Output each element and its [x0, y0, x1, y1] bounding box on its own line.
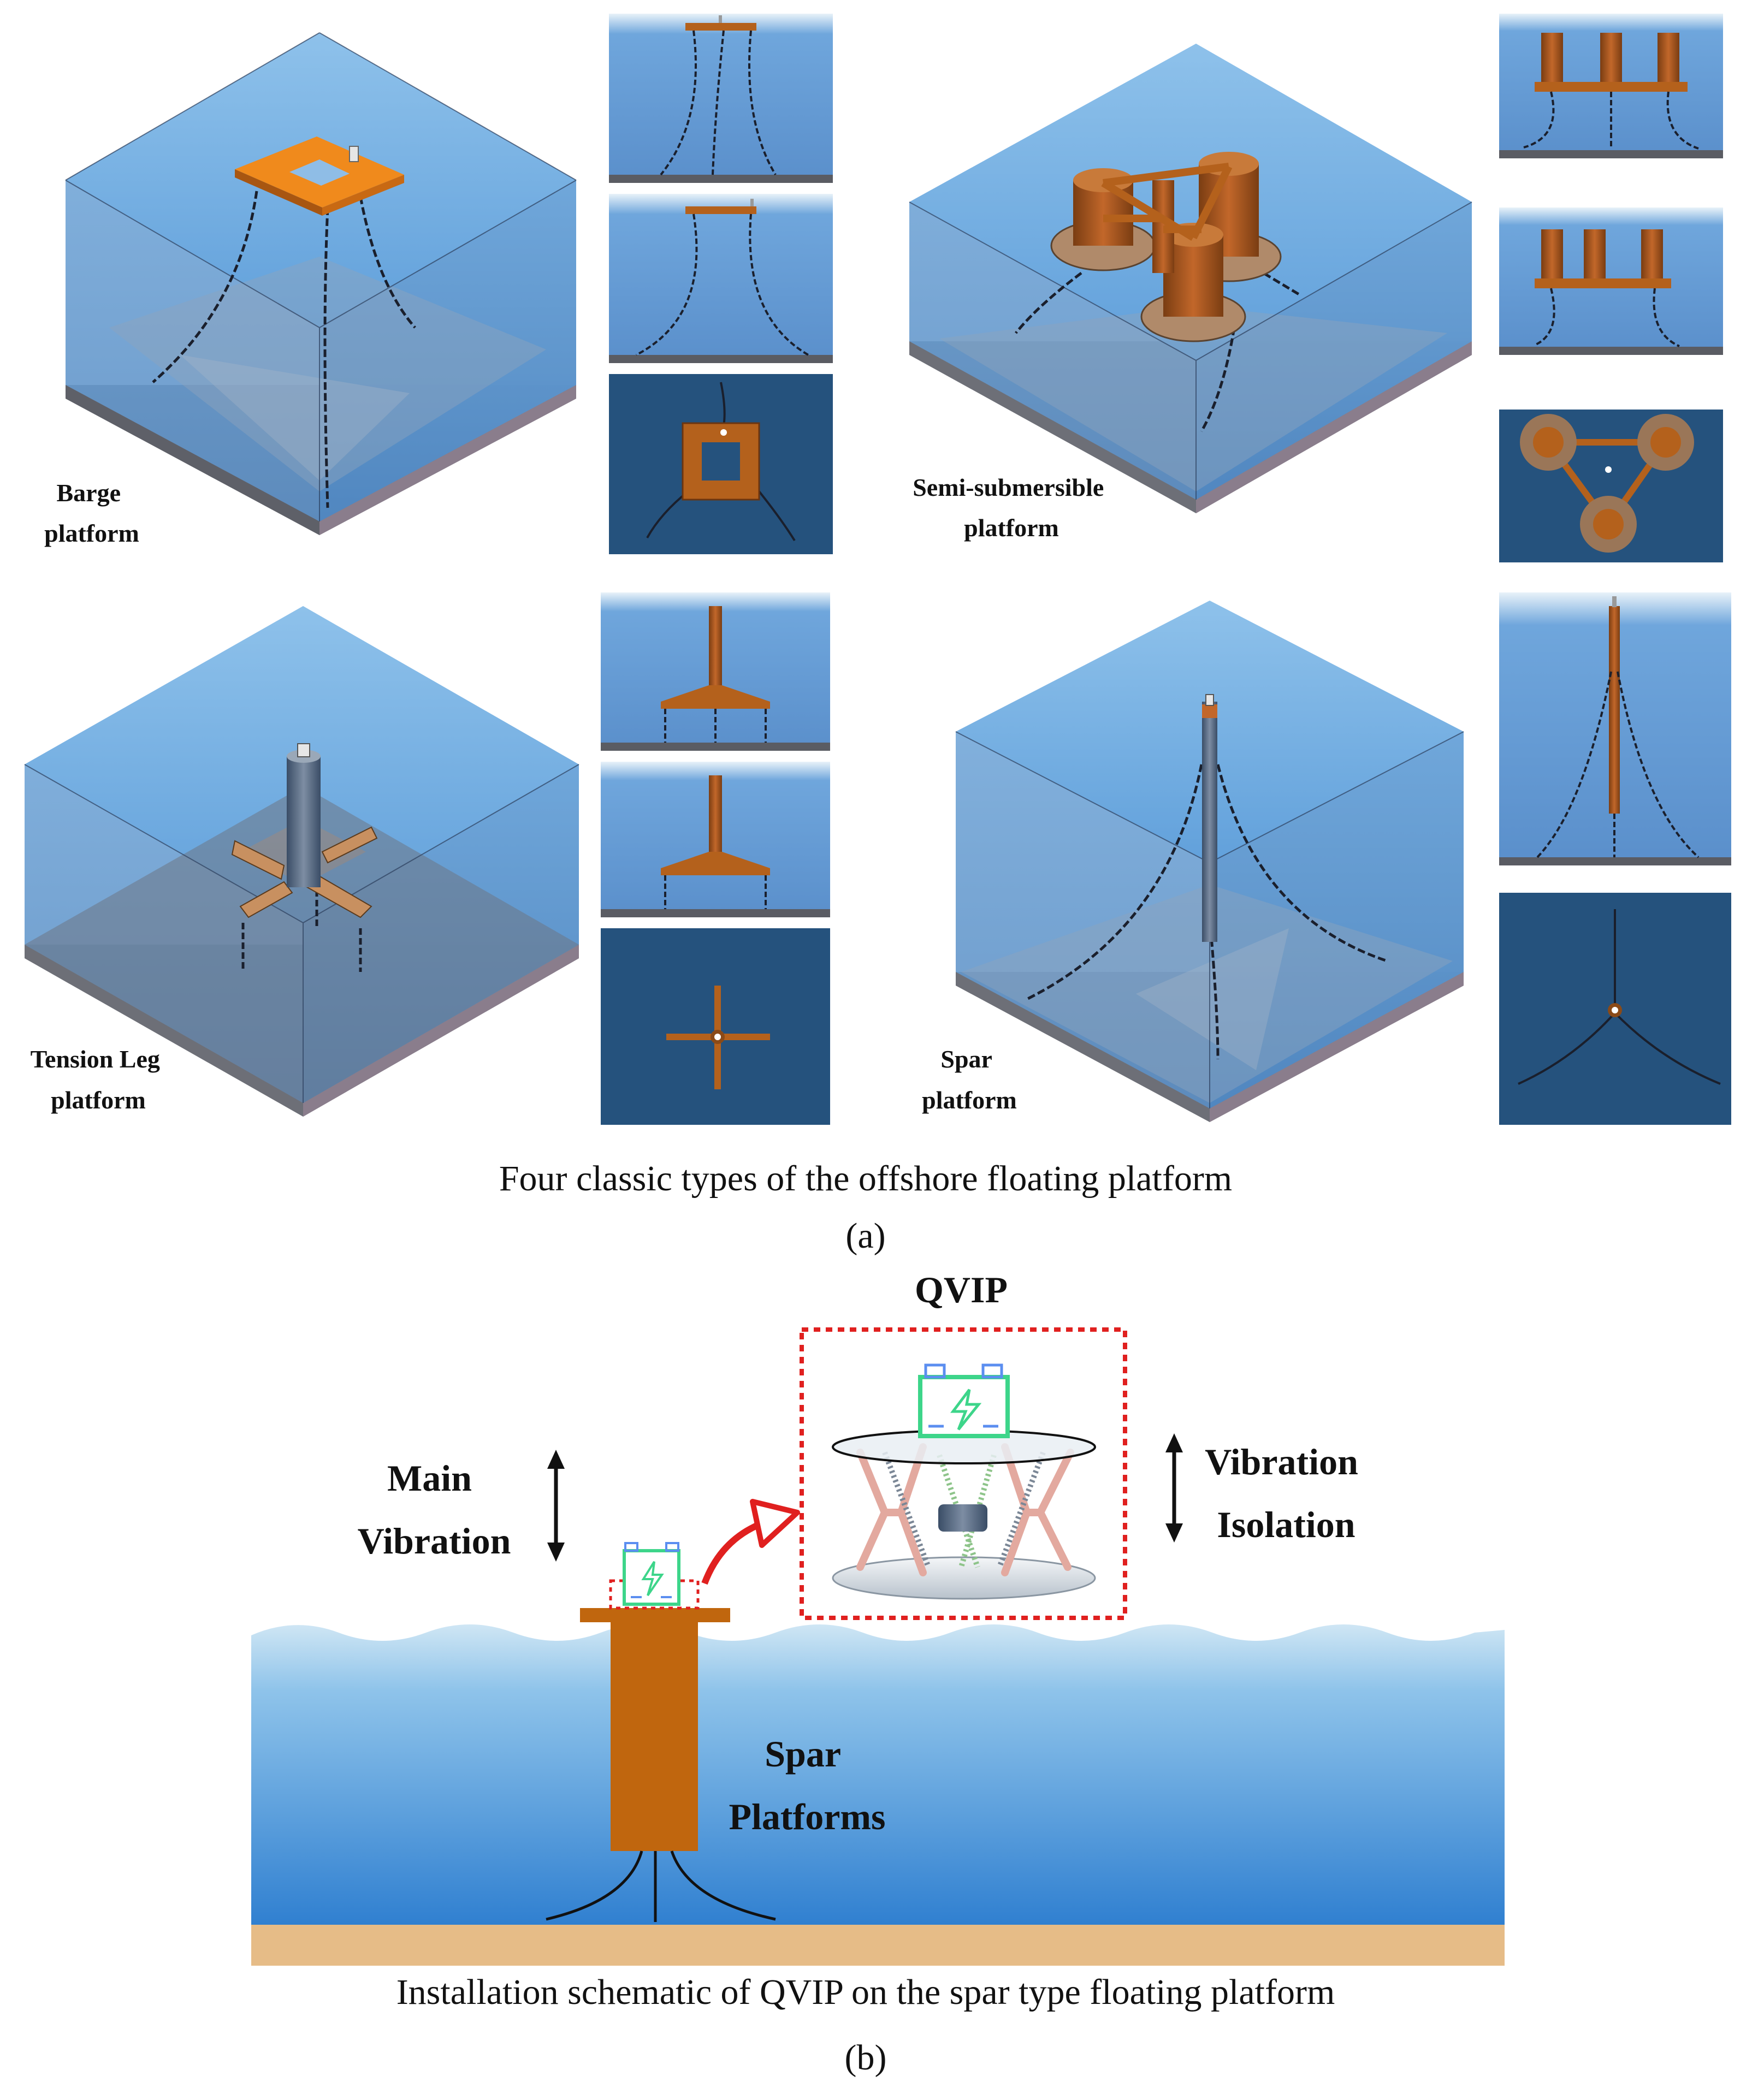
spar-side-view — [1499, 592, 1731, 865]
semi-submersible-side-view-1 — [1499, 14, 1723, 158]
barge-side-view-1 — [609, 14, 833, 183]
tension-leg-isometric-view — [24, 606, 579, 1117]
qvip-device — [832, 1363, 1096, 1600]
qvip-title: QVIP — [915, 1269, 1008, 1310]
curved-arrow-icon — [701, 1520, 763, 1585]
semi-submersible-side-view-2 — [1499, 207, 1723, 355]
barge-top-view — [609, 374, 833, 554]
spar-label: Spar platform — [922, 1045, 1017, 1114]
spar-top-view — [1499, 893, 1731, 1125]
caption-b: Installation schematic of QVIP on the sp… — [396, 1972, 1335, 2012]
main-vibration-label: Main Vibration — [358, 1457, 511, 1562]
semi-submersible-isometric-view — [909, 44, 1472, 513]
curved-arrow-head-icon — [750, 1499, 800, 1548]
vibration-isolation-arrow-icon — [1165, 1433, 1183, 1543]
tension-leg-label: Tension Leg platform — [31, 1045, 167, 1114]
tension-leg-side-view-1 — [601, 592, 830, 751]
battery-icon-small — [623, 1542, 680, 1606]
qvip-box — [800, 1327, 1127, 1620]
barge-side-view-2 — [609, 194, 833, 363]
tension-leg-side-view-2 — [601, 762, 830, 917]
tension-leg-top-view — [601, 928, 830, 1125]
spar-platform-schematic — [546, 1542, 776, 1922]
barge-label: Barge platform — [44, 479, 139, 547]
main-vibration-arrow-icon — [547, 1450, 565, 1562]
spar-platforms-label: Spar Platforms — [729, 1733, 885, 1837]
battery-icon-large — [918, 1363, 1010, 1438]
ocean-scene — [251, 1624, 1505, 1966]
caption-a: Four classic types of the offshore float… — [499, 1159, 1232, 1199]
semi-submersible-top-view — [1499, 410, 1723, 562]
vibration-isolation-label: Vibration Isolation — [1205, 1441, 1368, 1545]
spar-isometric-view — [955, 601, 1464, 1122]
barge-isometric-view — [65, 32, 577, 535]
sublabel-b: (b) — [845, 2038, 887, 2078]
sublabel-a: (a) — [845, 1216, 885, 1256]
semi-submersible-label: Semi-submersible platform — [913, 473, 1110, 542]
